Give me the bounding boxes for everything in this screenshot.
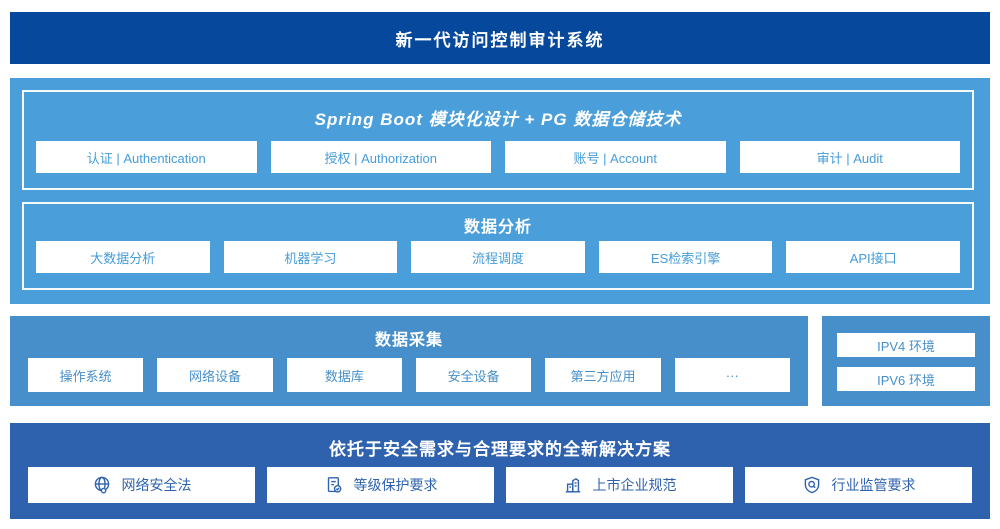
solution-item-label: 等级保护要求 xyxy=(353,477,438,493)
collection-section: 数据采集 操作系统 网络设备 数据库 安全设备 第三方应用 ··· xyxy=(10,316,808,406)
card-third-party-app: 第三方应用 xyxy=(545,358,661,392)
analysis-items-row: 大数据分析 机器学习 流程调度 ES检索引擎 API接口 xyxy=(36,241,960,273)
page-title: 新一代访问控制审计系统 xyxy=(395,30,605,50)
card-industry-regulation: 行业监管要求 xyxy=(745,467,972,503)
environment-panel: IPV4 环境 IPV6 环境 xyxy=(822,316,990,406)
card-ipv4-environment: IPV4 环境 xyxy=(837,333,975,357)
platform-section: Spring Boot 模块化设计 + PG 数据仓储技术 认证 | Authe… xyxy=(10,78,990,304)
architecture-title: Spring Boot 模块化设计 + PG 数据仓储技术 xyxy=(314,110,682,129)
collection-title: 数据采集 xyxy=(374,332,443,349)
card-operating-system: 操作系统 xyxy=(28,358,144,392)
card-graded-protection: 等级保护要求 xyxy=(267,467,494,503)
card-es-search-engine: ES检索引擎 xyxy=(598,241,773,273)
card-cybersecurity-law: 网络安全法 xyxy=(28,467,255,503)
card-ipv6-environment: IPV6 环境 xyxy=(837,367,975,391)
collection-items-row: 操作系统 网络设备 数据库 安全设备 第三方应用 ··· xyxy=(28,358,790,392)
solution-section: 依托于安全需求与合理要求的全新解决方案 网络安全法 xyxy=(10,423,990,519)
card-authentication: 认证 | Authentication xyxy=(36,141,257,173)
card-network-device: 网络设备 xyxy=(157,358,273,392)
card-machine-learning: 机器学习 xyxy=(223,241,398,273)
solution-item-label: 行业监管要求 xyxy=(831,477,916,493)
card-listed-company: 上市企业规范 xyxy=(506,467,733,503)
card-ellipsis: ··· xyxy=(674,358,790,392)
architecture-items-row: 认证 | Authentication 授权 | Authorization 账… xyxy=(36,141,960,173)
globe-icon xyxy=(92,475,112,495)
shield-search-icon xyxy=(802,475,822,495)
card-account: 账号 | Account xyxy=(505,141,726,173)
card-authorization: 授权 | Authorization xyxy=(270,141,491,173)
analysis-title: 数据分析 xyxy=(463,219,532,236)
solution-title: 依托于安全需求与合理要求的全新解决方案 xyxy=(329,440,671,459)
solution-item-label: 网络安全法 xyxy=(121,477,192,493)
card-bigdata-analysis: 大数据分析 xyxy=(36,241,210,273)
card-api-interface: API接口 xyxy=(786,241,960,273)
architecture-box: Spring Boot 模块化设计 + PG 数据仓储技术 认证 | Authe… xyxy=(22,90,974,190)
card-database: 数据库 xyxy=(286,358,402,392)
card-audit: 审计 | Audit xyxy=(739,141,960,173)
solution-items-row: 网络安全法 等级保护要求 xyxy=(28,467,972,503)
document-check-icon xyxy=(324,475,344,495)
building-icon xyxy=(563,475,583,495)
card-process-scheduling: 流程调度 xyxy=(411,241,585,273)
card-security-device: 安全设备 xyxy=(415,358,532,392)
header-banner: 新一代访问控制审计系统 xyxy=(10,12,990,64)
solution-item-label: 上市企业规范 xyxy=(592,477,677,493)
analysis-box: 数据分析 大数据分析 机器学习 流程调度 ES检索引擎 API接口 xyxy=(22,202,974,290)
